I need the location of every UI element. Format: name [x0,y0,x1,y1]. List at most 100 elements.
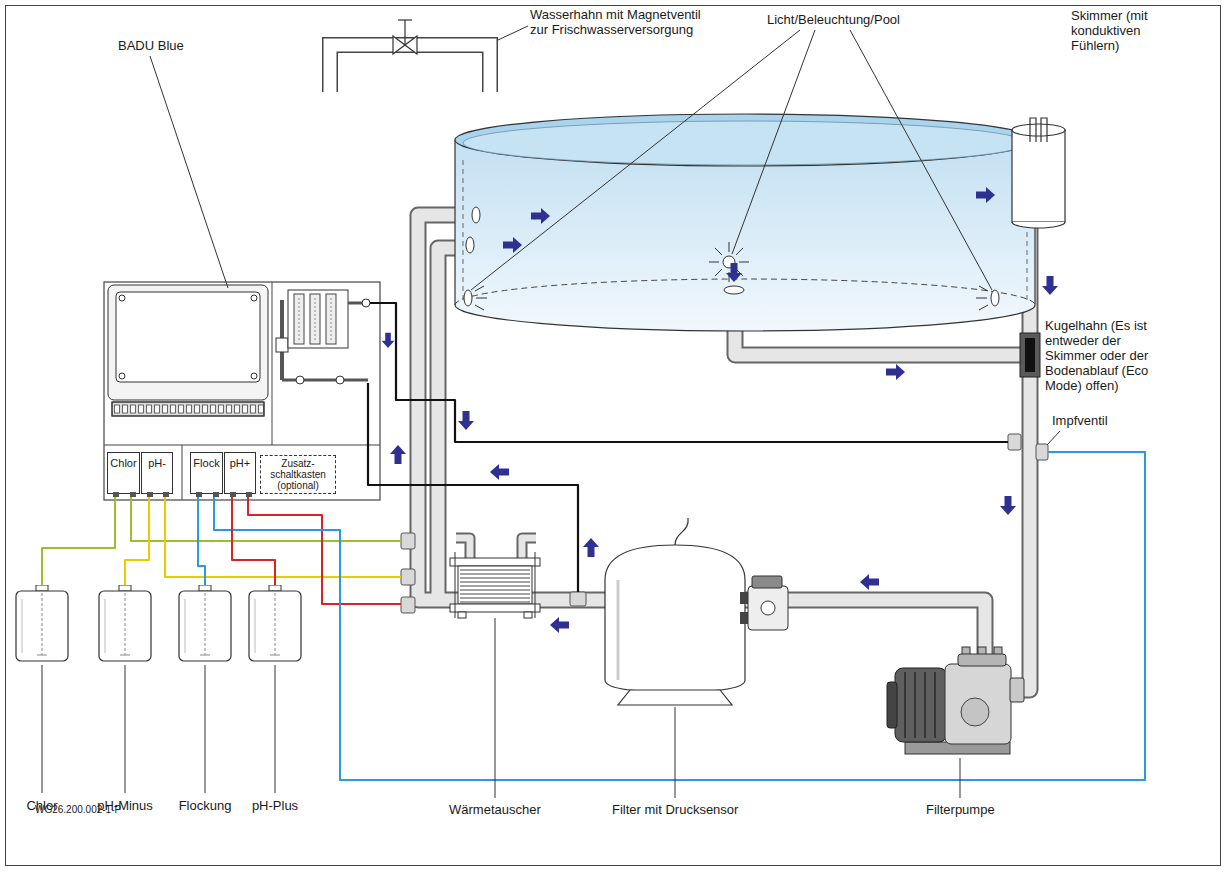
control-panel [294,294,304,344]
sand-filter [675,518,688,545]
pool-light [476,298,487,299]
connector-pin [113,492,119,497]
box-label: Zusatz- schaltkasten (optional) [264,458,332,491]
control-panel [331,298,332,340]
tubing-connector [232,494,275,585]
filter-pump [934,672,936,738]
canister-body [249,591,301,661]
connector-pin [196,492,202,497]
filter-pump [961,698,989,726]
control-panel [251,373,257,379]
filter-pump [945,664,1011,744]
heat-exchanger [450,538,540,618]
measuring-water-line [368,383,578,592]
heat-exchanger [524,612,532,618]
chemical-canister [235,585,315,797]
canister-cap [199,585,211,591]
chemical-canister: pH-Plus [235,585,315,817]
leader-line [150,26,1060,798]
filter-pump [914,672,916,738]
control-panel [299,298,300,340]
pool-light [709,262,719,263]
pool-light [715,269,722,276]
control-panel [104,282,380,500]
flow-arrow [382,187,1058,633]
heat-exchanger [450,604,540,612]
connector-pin [163,492,169,497]
chemical-canister: pH-Minus [85,585,165,817]
chemical-canister: Flockung [165,585,245,817]
canister-body [16,591,68,661]
canister-edge [255,599,256,653]
dosing-pump-module: pH- [141,452,173,494]
heat-exchanger [460,598,530,599]
dosing-pump-module: pH+ [224,452,256,494]
control-panel [326,294,336,344]
control-panel [112,402,264,416]
water-tap [330,45,490,92]
pipe-fitting [1008,434,1021,450]
heat-exchanger [460,602,530,603]
control-panel [116,292,260,382]
leader-line [42,665,43,793]
dosing-line [131,494,401,541]
filter-pump [887,647,1024,754]
pool-light [475,305,484,310]
heat-exchanger [460,570,530,571]
dosing-pump-module: Flock [190,452,223,494]
control-panel [251,295,257,301]
control-panel [104,282,380,500]
chemical-canister [165,585,245,797]
pool-light [979,305,988,310]
pool-light [464,290,472,306]
leader-line [275,665,276,793]
filter-pump [904,672,906,738]
control-panel [310,294,320,344]
control-panel [276,338,288,352]
control-panel [282,379,368,382]
sand-filter [752,576,782,588]
water-tap [398,19,412,20]
measuring-water-line [368,303,1008,592]
measuring-water-line [370,303,1008,442]
suction-tube [270,655,280,656]
control-panel [112,402,264,416]
sand-filter [618,690,732,705]
leader-line [150,56,228,288]
heat-exchanger [460,578,530,579]
dosing-line [214,452,1145,780]
control-panel [119,295,125,301]
filter-pump [887,682,897,728]
callout-label: Licht/Beleuchtung/Pool [767,12,900,27]
optional-switch-box: Zusatz- schaltkasten (optional) [260,455,336,494]
suction-tube [37,655,47,656]
callout-label: Filter mit Drucksensor [612,802,738,817]
control-panel [315,298,316,340]
canister-label: pH-Plus [235,798,315,813]
suction-tube [200,655,210,656]
heat-exchanger [460,574,530,575]
water-tap [330,20,490,93]
flow-arrow [458,411,474,430]
filter-pump [895,668,947,742]
heat-exchanger [458,566,532,604]
filter-pump [905,672,935,738]
flow-arrow [860,574,879,590]
leader-line [850,30,992,290]
pool-light [991,290,999,306]
connector-pin [213,492,219,497]
skimmer [1030,118,1047,142]
pool [724,286,744,294]
skimmer [1012,118,1065,228]
callout-label: WG26.200.002-1-P [35,804,121,816]
pipe-fitting [1036,444,1048,460]
module-label: Flock [193,457,219,470]
pipe-fitting [401,533,415,549]
module-label: Chlor [110,457,136,470]
module-label: pH+ [230,457,251,470]
control-panel [182,445,183,500]
heat-exchanger [460,594,530,595]
pool [466,237,474,253]
flow-arrow [382,333,395,348]
pool-light [464,242,999,310]
